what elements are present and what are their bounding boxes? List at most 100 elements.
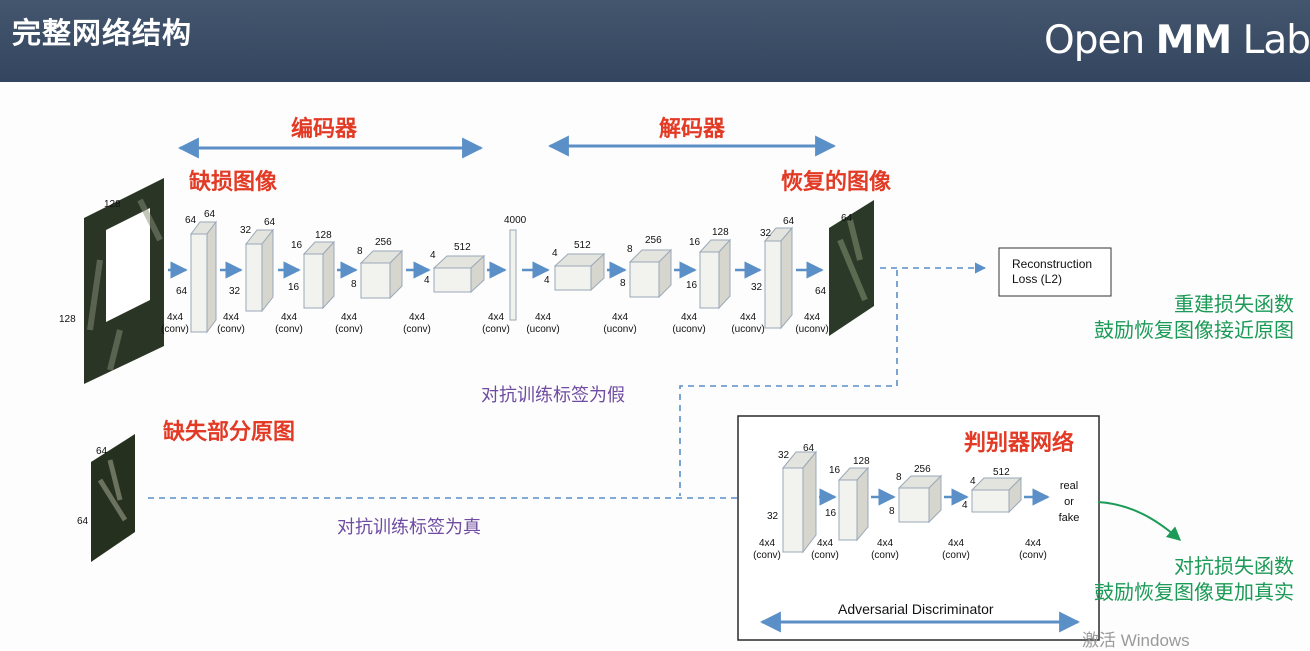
page-title: 完整网络结构	[12, 16, 193, 50]
enc1-op: 4x4(conv)	[161, 312, 189, 335]
enc3-dim-top: 128	[315, 230, 332, 241]
decoder-block-1	[553, 252, 606, 292]
enc2-op: 4x4(conv)	[217, 312, 245, 335]
reconstruction-loss-box	[998, 247, 1112, 297]
disc4-dim-side: 4	[970, 476, 976, 487]
reconstruction-loss-text: Reconstruction Loss (L2)	[1012, 257, 1093, 286]
dec2-dim-top: 256	[645, 235, 662, 246]
recon-loss-desc-1: 重建损失函数	[1174, 292, 1294, 316]
input-dim-left: 128	[59, 314, 76, 325]
disc4-dim-left: 4	[962, 500, 968, 511]
header-bar: 完整网络结构 Open MM Lab	[0, 0, 1310, 82]
dec2-op: 4x4(uconv)	[603, 312, 637, 335]
disc5-op: 4x4(conv)	[1019, 538, 1047, 561]
missing-part-label: 缺失部分原图	[163, 420, 296, 445]
missing-dim-left: 64	[77, 516, 89, 527]
enc3-op: 4x4(conv)	[275, 312, 303, 335]
damaged-image-label: 缺损图像	[189, 170, 278, 195]
disc1-dim-left: 32	[767, 511, 779, 522]
restored-output-image	[829, 200, 874, 336]
enc5-dim-side: 4	[430, 250, 436, 261]
enc4-dim-left: 8	[351, 279, 357, 290]
input-dim-top: 128	[104, 199, 121, 210]
dec3-dim-side: 16	[689, 237, 701, 248]
bottleneck-dim: 4000	[504, 215, 527, 226]
dec5-op: 4x4(uconv)	[795, 312, 829, 335]
dec2-dim-left: 8	[620, 278, 626, 289]
disc4-op: 4x4(conv)	[942, 538, 970, 561]
bottleneck-bar	[509, 229, 517, 321]
discriminator-network-label: 判别器网络	[964, 431, 1075, 456]
logo-lab: Lab	[1242, 18, 1310, 63]
enc3-dim-left: 16	[288, 282, 300, 293]
disc2-dim-left: 16	[825, 508, 837, 519]
dec3-dim-top: 128	[712, 227, 729, 238]
decoder-block-2	[628, 248, 673, 299]
windows-activation-watermark: 激活 Windows	[1082, 631, 1190, 650]
bottleneck-op: 4x4(conv)	[482, 312, 510, 335]
encoder-block-3	[302, 240, 336, 310]
disc1-op: 4x4(conv)	[753, 538, 781, 561]
recon-loss-desc-2: 鼓励恢复图像接近原图	[1094, 318, 1294, 342]
dec4-dim-side: 32	[760, 228, 772, 239]
dec3-dim-left: 16	[686, 280, 698, 291]
decoder-block-4	[763, 226, 794, 330]
enc5-dim-top: 512	[454, 242, 471, 253]
openmmlab-logo: Open MM Lab	[1044, 18, 1310, 63]
dec1-dim-side: 4	[552, 248, 558, 259]
decoder-block-3	[698, 238, 732, 310]
disc2-op: 4x4(conv)	[811, 538, 839, 561]
disc4-dim-top: 512	[993, 467, 1010, 478]
enc2-dim-side: 32	[240, 225, 252, 236]
enc4-op: 4x4(conv)	[335, 312, 363, 335]
missing-part-image	[91, 434, 135, 562]
disc-block-1	[781, 450, 818, 554]
disc2-dim-side: 16	[829, 465, 841, 476]
missing-dim-top: 64	[96, 446, 108, 457]
disc1-dim-top: 64	[803, 443, 815, 454]
disc3-dim-side: 8	[896, 472, 902, 483]
restored-image-label: 恢复的图像	[781, 170, 892, 195]
enc4-dim-top: 256	[375, 237, 392, 248]
dec1-op: 4x4(uconv)	[526, 312, 560, 335]
enc1-dim-top: 64	[204, 209, 216, 220]
dec1-dim-top: 512	[574, 240, 591, 251]
disc-block-2	[837, 466, 870, 542]
encoder-label: 编码器	[291, 117, 358, 142]
disc3-dim-left: 8	[889, 506, 895, 517]
encoder-block-2	[244, 228, 275, 313]
dec4-op: 4x4(uconv)	[731, 312, 765, 335]
encoder-block-4	[359, 249, 404, 300]
dec4-dim-top: 64	[783, 216, 795, 227]
output-dim-top: 64	[841, 213, 853, 224]
logo-open: Open	[1044, 18, 1145, 63]
disc-block-3	[897, 474, 943, 524]
enc1-dim-side: 64	[185, 215, 197, 226]
encoder-block-1	[190, 220, 217, 334]
decoder-label: 解码器	[659, 117, 726, 142]
disc3-op: 4x4(conv)	[871, 538, 899, 561]
enc4-dim-side: 8	[357, 246, 363, 257]
adv-loss-desc-1: 对抗损失函数	[1174, 554, 1294, 578]
output-dim-left: 64	[815, 286, 827, 297]
disc-block-4	[970, 476, 1023, 514]
adversarial-discriminator-label: Adversarial Discriminator	[838, 601, 994, 617]
disc2-dim-top: 128	[853, 456, 870, 467]
fake-label-text: 对抗训练标签为假	[481, 385, 625, 406]
adv-loss-desc-2: 鼓励恢复图像更加真实	[1094, 580, 1294, 604]
encoder-block-5	[432, 254, 486, 294]
enc2-dim-left: 32	[229, 286, 241, 297]
disc1-dim-side: 32	[778, 450, 790, 461]
dec1-dim-left: 4	[544, 275, 550, 286]
real-label-text: 对抗训练标签为真	[337, 517, 481, 538]
enc5-dim-left: 4	[424, 275, 430, 286]
logo-mm: MM	[1155, 18, 1233, 63]
enc1-dim-left: 64	[176, 286, 188, 297]
enc2-dim-top: 64	[264, 217, 276, 228]
damaged-input-image	[84, 178, 164, 384]
dec4-dim-left: 32	[751, 282, 763, 293]
dec2-dim-side: 8	[627, 244, 633, 255]
enc5-op: 4x4(conv)	[403, 312, 431, 335]
